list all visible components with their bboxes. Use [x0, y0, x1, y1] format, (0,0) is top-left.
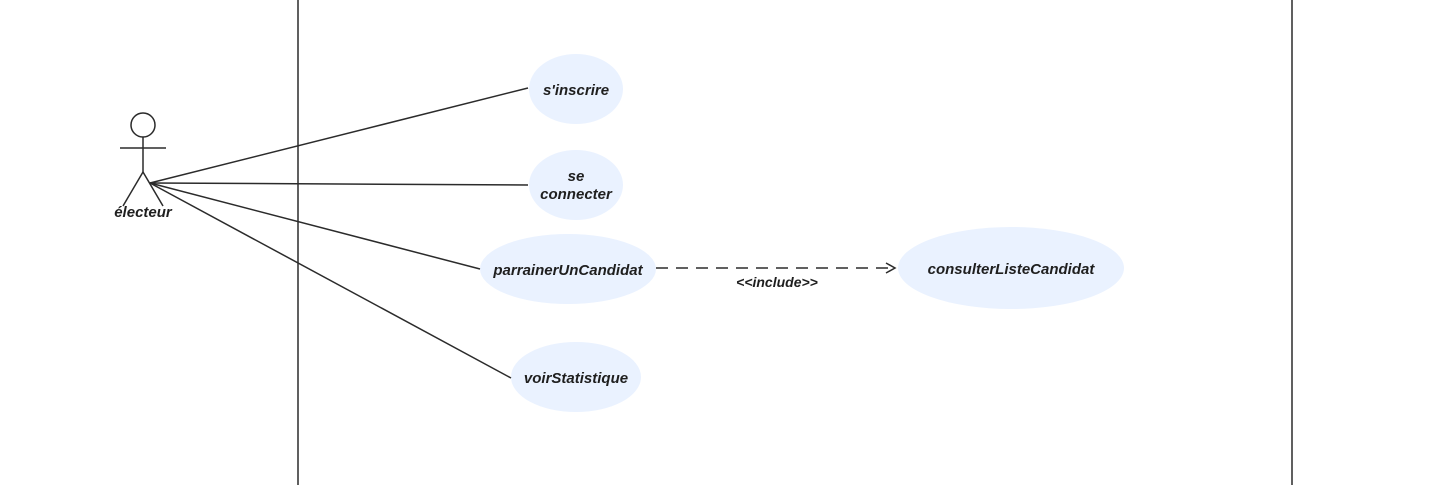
use-case-connecter-label-line2: connecter [540, 186, 613, 203]
use-case-statistique-label: voirStatistique [524, 370, 628, 387]
use-case-inscrire-label: s'inscrire [543, 82, 609, 99]
use-case-parrainer-label: parrainerUnCandidat [492, 262, 643, 279]
actor-leg-right [142, 171, 164, 207]
use-case-connecter[interactable] [529, 150, 623, 220]
actor-leg-left [122, 171, 144, 207]
use-case-inscrire[interactable] [529, 54, 623, 124]
use-case-parrainer[interactable] [480, 234, 656, 304]
association-statistique [149, 182, 512, 379]
actor-figure[interactable] [120, 112, 166, 207]
use-case-consulter-label: consulterListeCandidat [928, 261, 1096, 278]
include-label: <<include>> [736, 274, 818, 290]
use-case-connecter-label-line1: se [568, 168, 585, 185]
actor-label: électeur [114, 204, 173, 221]
actor-head [130, 112, 156, 138]
association-inscrire [149, 87, 529, 184]
association-connecter [149, 182, 529, 186]
use-case-consulter[interactable] [898, 227, 1124, 309]
use-case-statistique[interactable] [511, 342, 641, 412]
association-parrainer [149, 182, 481, 270]
